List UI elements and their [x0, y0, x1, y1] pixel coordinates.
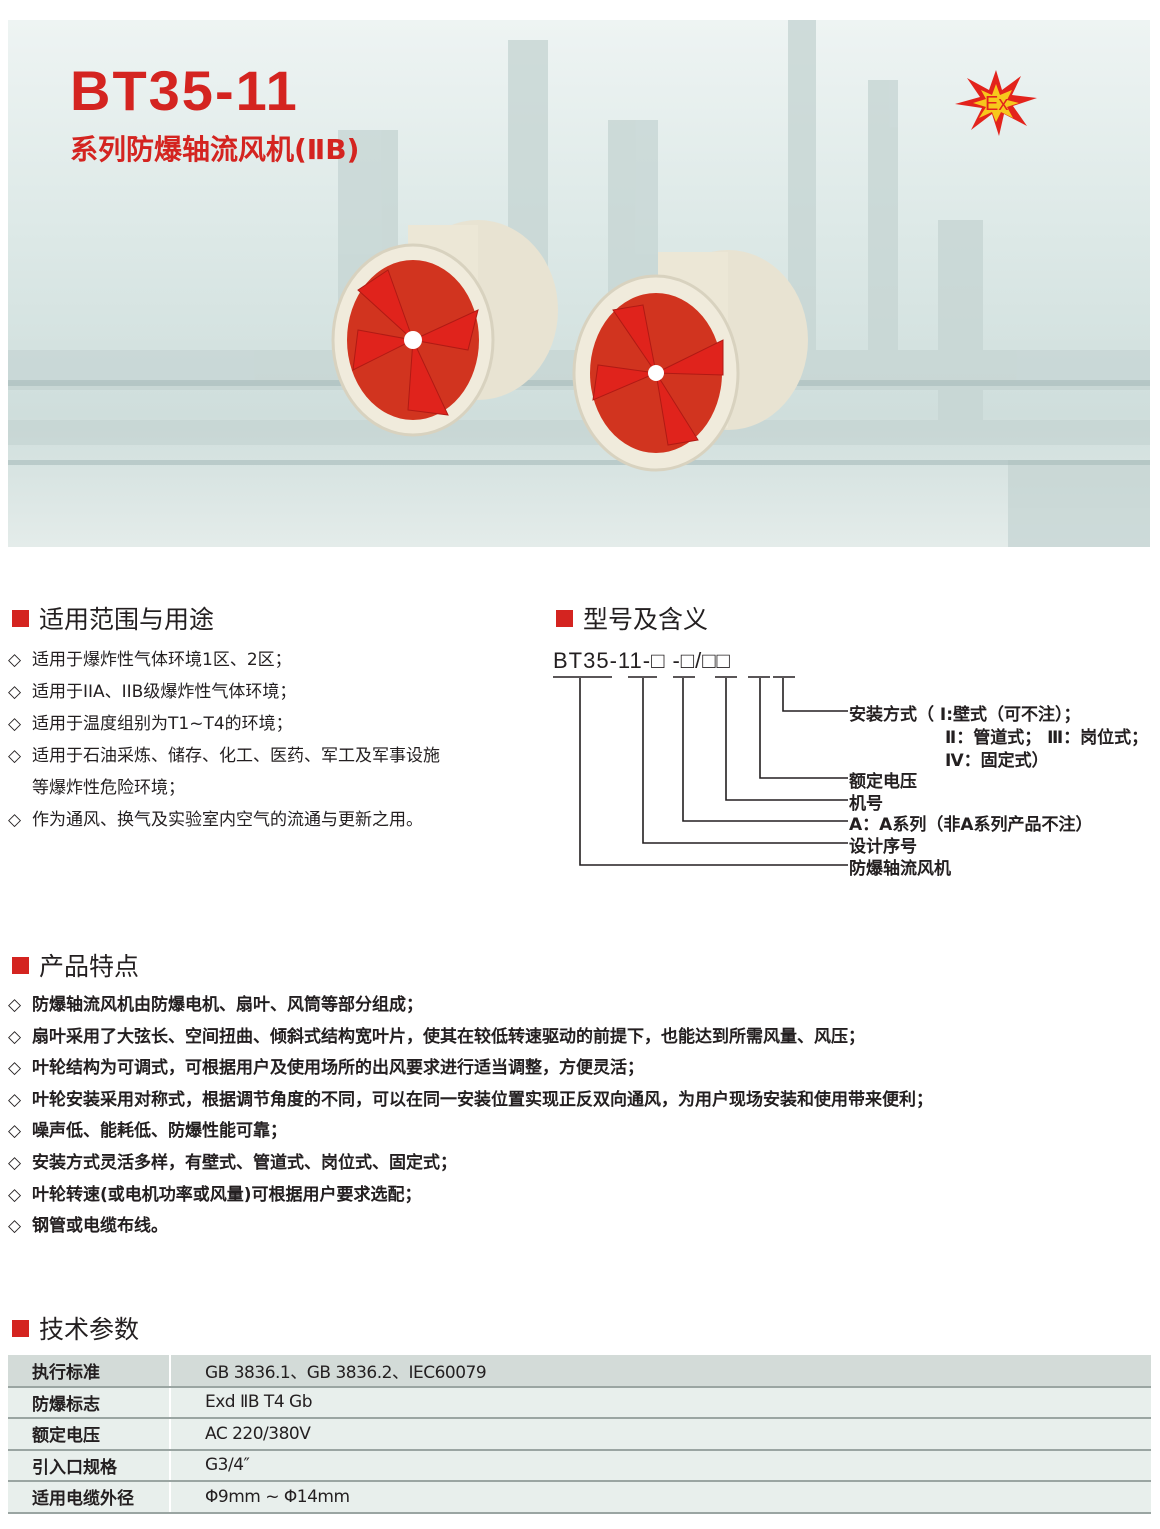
list-item: ◇噪声低、能耗低、防爆性能可靠； [8, 1121, 287, 1142]
fan-image-1 [331, 220, 558, 437]
list-item: ◇适用于爆炸性气体环境1区、2区； [8, 650, 292, 670]
spec-value: GB 3836.1、GB 3836.2、IEC60079 [170, 1355, 1151, 1388]
label-machine-number: 机号 [849, 794, 883, 814]
section-heading-model: 型号及含义 [556, 600, 708, 636]
list-item: ◇叶轮转速(或电机功率或风量)可根据用户要求选配； [8, 1184, 422, 1205]
spec-key: 引入口规格 [8, 1449, 171, 1482]
spec-key: 额定电压 [8, 1418, 171, 1451]
svg-text:Ex: Ex [985, 93, 1008, 115]
spec-value: G3/4″ [170, 1449, 1151, 1482]
model-code: BT35-11-□ -□/□□ [553, 648, 731, 673]
list-item: ◇叶轮安装采用对称式，根据调节角度的不同，可以在同一安装位置实现正反双向通风，为… [8, 1089, 933, 1110]
spec-key: 执行标准 [8, 1355, 171, 1388]
spec-key: 适用电缆外径 [8, 1481, 171, 1514]
list-item: ◇叶轮结构为可调式，可根据用户及使用场所的出风要求进行适当调整，方便灵活； [8, 1058, 644, 1079]
section-heading-scope: 适用范围与用途 [12, 600, 214, 636]
list-item: ◇钢管或电缆布线。 [8, 1216, 168, 1237]
list-item: ◇防爆轴流风机由防爆电机、扇叶、风筒等部分组成； [8, 995, 423, 1015]
scope-list: ◇适用于爆炸性气体环境1区、2区； ◇适用于IIA、IIB级爆炸性气体环境； ◇… [8, 644, 440, 836]
label-install-method-2: Ⅱ：管道式； Ⅲ：岗位式； [945, 728, 1149, 748]
list-item: 等爆炸性危险环境； [32, 778, 185, 798]
features-list: ◇防爆轴流风机由防爆电机、扇叶、风筒等部分组成； ◇扇叶采用了大弦长、空间扭曲、… [8, 990, 933, 1243]
list-item: ◇适用于石油采炼、储存、化工、医药、军工及军事设施 [8, 746, 440, 766]
section-heading-features: 产品特点 [12, 947, 139, 983]
label-rated-voltage: 额定电压 [849, 772, 917, 792]
spec-key: 防爆标志 [8, 1386, 171, 1419]
list-item: ◇适用于温度组别为T1~T4的环境； [8, 714, 293, 734]
label-design-serial: 设计序号 [849, 837, 917, 857]
list-item: ◇作为通风、换气及实验室内空气的流通与更新之用。 [8, 810, 423, 830]
section-heading-specs: 技术参数 [12, 1310, 139, 1346]
label-fan-type: 防爆轴流风机 [849, 859, 951, 879]
label-install-method-3: Ⅳ：固定式） [945, 751, 1049, 771]
refinery-background [8, 20, 1150, 547]
product-title: BT35-11 [70, 59, 299, 122]
fan-image-2 [572, 250, 808, 472]
list-item: ◇扇叶采用了大弦长、空间扭曲、倾斜式结构宽叶片，使其在较低转速驱动的前提下，也能… [8, 1026, 865, 1047]
label-install-method: 安装方式（ Ⅰ:壁式（可不注）； [849, 705, 1081, 725]
spec-value: Exd ⅡB T4 Gb [170, 1386, 1151, 1419]
list-item: ◇安装方式灵活多样，有壁式、管道式、岗位式、固定式； [8, 1152, 457, 1173]
label-a-series: A：A系列（非A系列产品不注） [849, 815, 1093, 835]
ex-explosion-proof-icon: Ex [955, 70, 1037, 136]
model-diagram-lines [553, 676, 848, 866]
list-item: ◇适用于IIA、IIB级爆炸性气体环境； [8, 682, 297, 702]
hero-banner [8, 20, 1150, 547]
spec-value: AC 220/380V [170, 1418, 1151, 1451]
spec-value: Φ9mm ~ Φ14mm [170, 1481, 1151, 1514]
product-subtitle: 系列防爆轴流风机(ⅡB) [70, 133, 360, 166]
